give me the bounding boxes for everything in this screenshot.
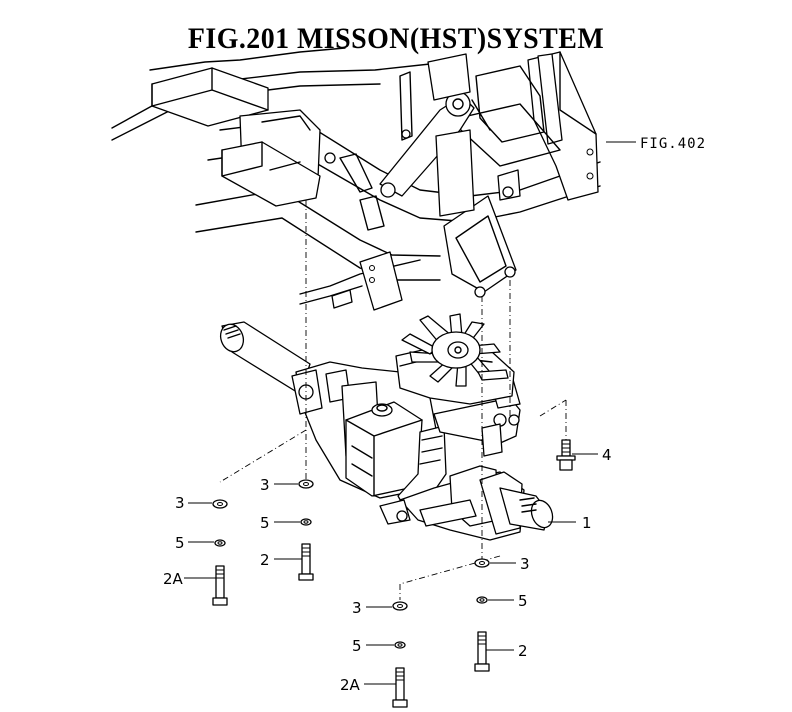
callout-3-right: 3 (520, 555, 530, 573)
figure-title: FIG.201 MISSON(HST)SYSTEM (187, 22, 605, 55)
callout-5-mid: 5 (260, 514, 270, 532)
callout-2a-bottom: 2A (340, 676, 361, 694)
washer-mid (298, 479, 314, 489)
callout-2-right: 2 (518, 642, 528, 660)
washer-left (212, 499, 228, 509)
callout-1: 1 (582, 514, 592, 532)
ref-fig402: FIG.402 (640, 136, 706, 152)
lock-washer-left (214, 539, 226, 547)
callout-5-right: 5 (518, 592, 528, 610)
lock-washer-bottom (394, 641, 406, 649)
callout-5-bottom: 5 (352, 637, 362, 655)
washer-right (474, 558, 490, 568)
lock-washer-mid (300, 518, 312, 526)
flange-bolt-4 (556, 439, 576, 471)
washer-bottom (392, 601, 408, 611)
cooling-fan (401, 313, 509, 387)
callout-4: 4 (602, 446, 612, 464)
bolt-2-right (474, 631, 490, 672)
bolt-2a-bottom (392, 667, 408, 708)
callout-2a-left: 2A (163, 570, 184, 588)
lock-washer-right (476, 596, 488, 604)
callout-3-bottom: 3 (352, 599, 362, 617)
hst-transaxle (219, 321, 554, 541)
bolt-2a-left (212, 565, 228, 606)
callout-2-mid: 2 (260, 551, 270, 569)
fasteners (212, 439, 576, 708)
callout-leaders (184, 453, 598, 685)
bolt-2-mid (298, 543, 314, 581)
chassis-frame (111, 47, 601, 311)
callout-5-left: 5 (175, 534, 185, 552)
callout-3-mid: 3 (260, 476, 270, 494)
callout-3-left: 3 (175, 494, 185, 512)
control-linkage (324, 53, 521, 231)
